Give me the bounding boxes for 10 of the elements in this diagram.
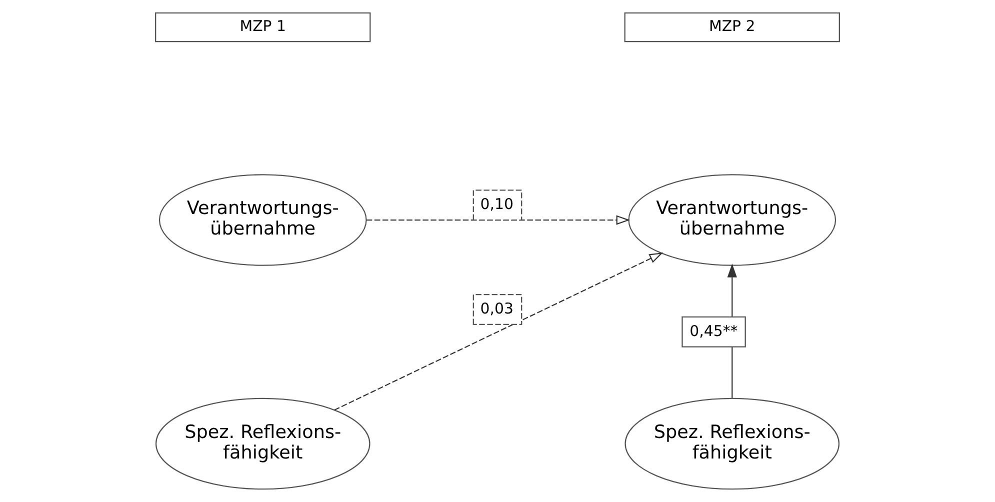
node-ellipse: Verantwortungs- übernahme (158, 174, 367, 266)
node-box: MZP 2 (624, 12, 840, 42)
node-box: MZP 1 (155, 12, 371, 42)
node-ellipse: Spez. Reflexions- fähigkeit (624, 398, 840, 490)
edge-label: 0,03 (480, 299, 514, 318)
edge-label: 0,45** (690, 322, 738, 340)
arrow (334, 252, 664, 411)
edge-label: 0,10 (480, 195, 514, 214)
node-ellipse: Spez. Reflexions- fähigkeit (155, 398, 370, 490)
node-ellipse: Verantwortungs- übernahme (628, 174, 836, 266)
